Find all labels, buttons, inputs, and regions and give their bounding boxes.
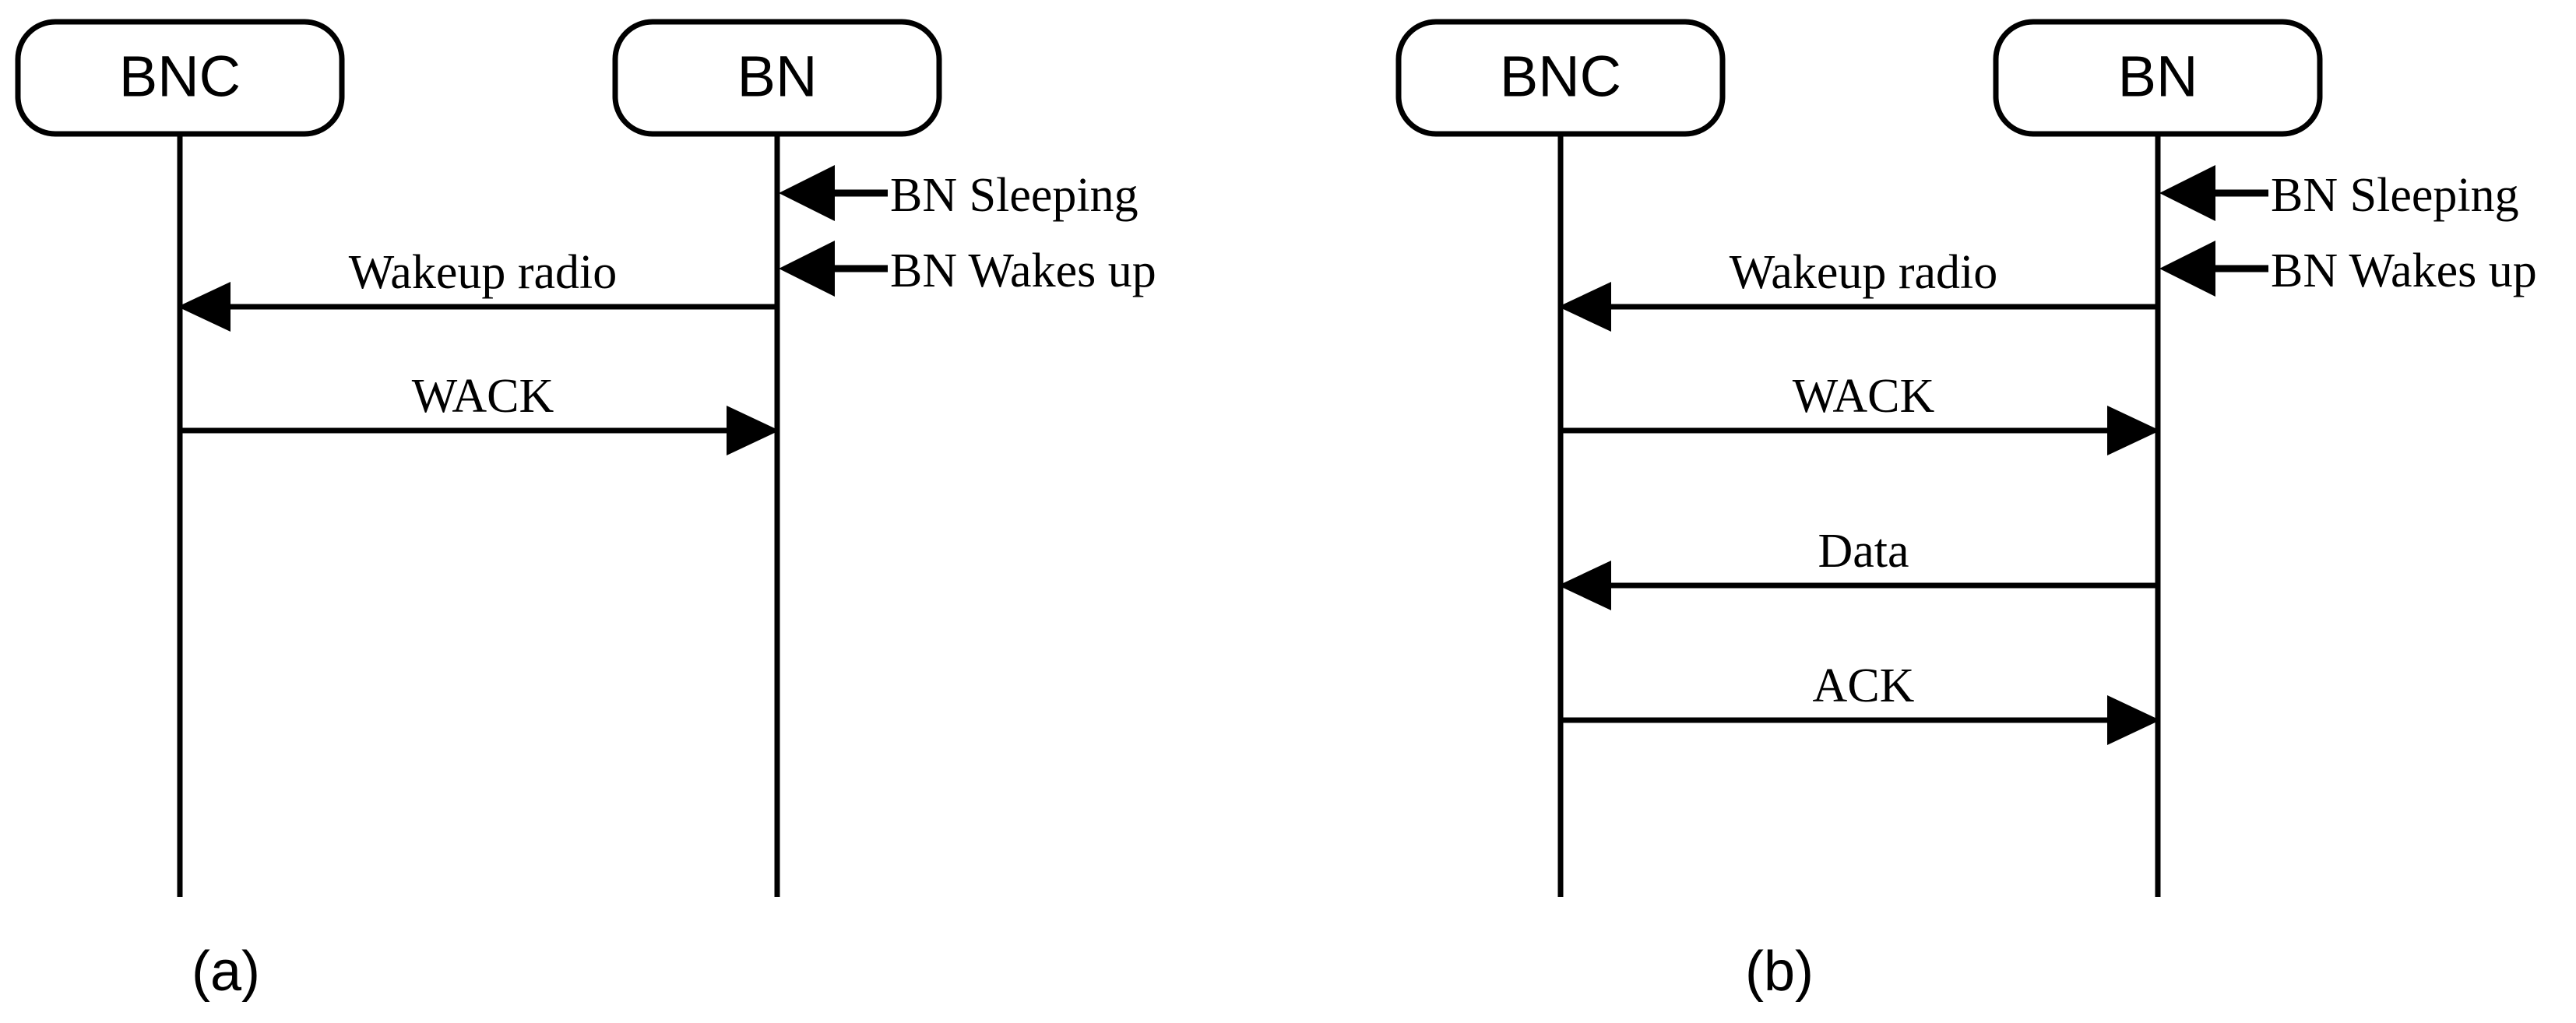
panel-a-message-wakeup-radio[interactable]: Wakeup radio — [178, 246, 777, 332]
actor-label-bnc: BNC — [119, 44, 241, 109]
message-label-data: Data — [1818, 525, 1909, 578]
message-arrowhead-wakeup-radio — [1558, 282, 1611, 332]
message-arrowhead-wack — [2107, 406, 2160, 455]
panel-b: BNC BN BN Sleeping BN Wakes up — [1395, 19, 2537, 1003]
actor-label-bnc: BNC — [1500, 44, 1621, 109]
panel-b-message-wakeup-radio[interactable]: Wakeup radio — [1558, 246, 2158, 332]
message-label-ack: ACK — [1813, 659, 1915, 712]
panel-b-actor-bn[interactable]: BN — [1993, 19, 2323, 137]
actor-label-bn: BN — [2118, 44, 2198, 109]
panel-b-note-bn-wakes-up: BN Wakes up — [2159, 241, 2537, 297]
note-text-bn-wakes-up: BN Wakes up — [2271, 244, 2537, 297]
message-label-wakeup-radio: Wakeup radio — [1730, 246, 1997, 299]
panel-b-note-bn-sleeping: BN Sleeping — [2159, 165, 2519, 222]
message-label-wack: WACK — [412, 370, 554, 423]
note-arrowhead-wakes — [779, 241, 835, 297]
message-arrowhead-wack — [727, 406, 779, 455]
panel-a-actor-bnc[interactable]: BNC — [15, 19, 345, 137]
panel-a: BNC BN BN Sleeping BN Wakes up — [15, 19, 1156, 1003]
message-arrowhead-wakeup-radio — [178, 282, 231, 332]
note-arrowhead-sleeping — [779, 165, 835, 221]
panel-b-message-ack[interactable]: ACK — [1561, 659, 2160, 745]
panel-b-message-wack[interactable]: WACK — [1561, 370, 2160, 455]
message-label-wack: WACK — [1793, 370, 1935, 423]
panel-b-message-data[interactable]: Data — [1558, 525, 2158, 610]
note-text-bn-sleeping: BN Sleeping — [2271, 169, 2519, 222]
panel-b-caption: (b) — [1745, 940, 1814, 1003]
note-arrowhead-sleeping — [2159, 165, 2215, 221]
message-arrowhead-data — [1558, 561, 1611, 610]
panel-a-caption: (a) — [192, 940, 260, 1003]
message-label-wakeup-radio: Wakeup radio — [349, 246, 617, 299]
panel-b-actor-bnc[interactable]: BNC — [1395, 19, 1726, 137]
note-text-bn-sleeping: BN Sleeping — [890, 169, 1138, 222]
note-arrowhead-wakes — [2159, 241, 2215, 297]
panel-a-message-wack[interactable]: WACK — [180, 370, 779, 455]
panel-a-actor-bn[interactable]: BN — [612, 19, 942, 137]
actor-label-bn: BN — [737, 44, 818, 109]
panel-a-note-bn-wakes-up: BN Wakes up — [779, 241, 1156, 297]
panel-a-note-bn-sleeping: BN Sleeping — [779, 165, 1138, 222]
message-arrowhead-ack — [2107, 695, 2160, 745]
note-text-bn-wakes-up: BN Wakes up — [890, 244, 1156, 297]
